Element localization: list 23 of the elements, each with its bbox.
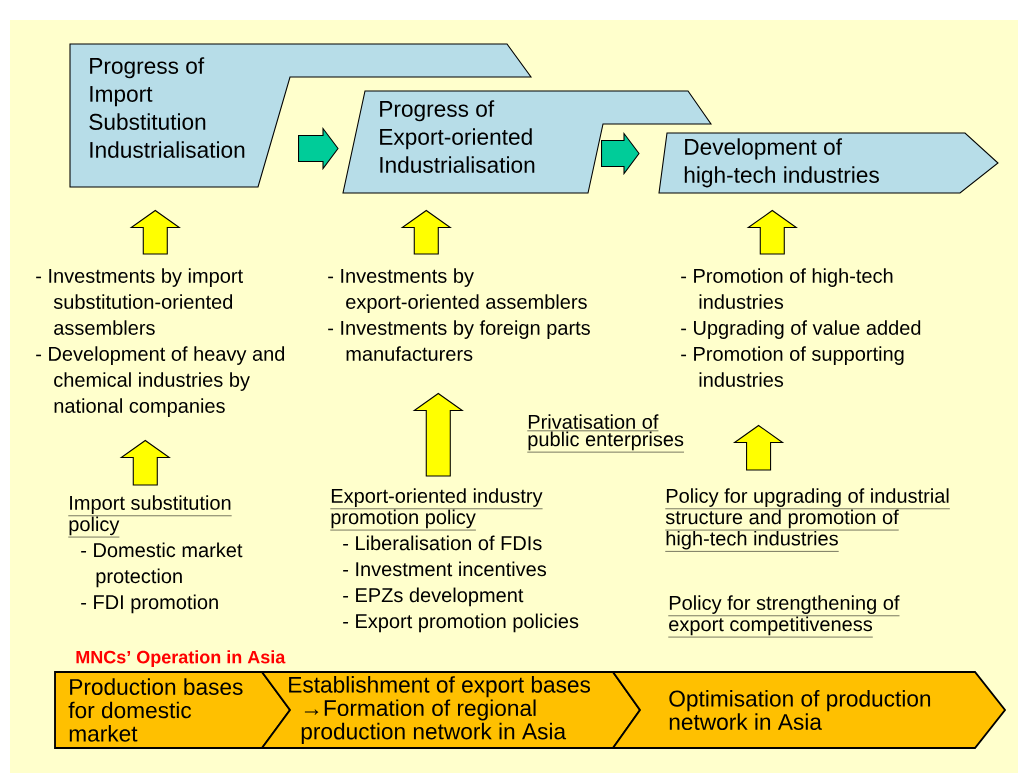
block-arrow xyxy=(601,131,640,176)
chevron-band: Optimisation of production network in Asia xyxy=(611,671,1007,749)
node-label: Establishment of export bases →Formation of regional production network in Asia xyxy=(289,676,591,744)
block-arrow xyxy=(129,209,181,255)
node-label: Production bases for domestic market xyxy=(68,678,243,742)
block-arrow xyxy=(298,126,339,171)
note-text: Policy for strengthening of export competitiveness xyxy=(668,595,900,638)
note-text: Privatisation of public enterprises xyxy=(527,414,685,453)
block-arrow xyxy=(732,424,785,471)
block-arrow xyxy=(412,392,464,477)
chevron-band: Establishment of export bases →Formation of regional production network in Asia xyxy=(260,671,642,749)
block-arrow xyxy=(119,439,171,486)
block-arrow xyxy=(746,209,798,255)
bullet-list: - Promotion of high-tech industries - Upgrading of value added - Promotion of supporting industries xyxy=(681,268,921,387)
bullet-list: - Investments by import substitution-oriented assemblers - Development of heavy and chemical industries by national companies xyxy=(36,268,285,417)
stage-box: Development of high-tech industries xyxy=(658,132,999,194)
policy-text: Export-oriented industry promotion policy - Liberalisation of FDIs - Investment incentives - EPZs development - Export promotion policies xyxy=(330,488,579,633)
policy-text: Import substitution policy - Domestic market protection - FDI promotion xyxy=(68,495,243,614)
block-arrow xyxy=(400,209,452,255)
section-heading: MNCs’ Operation in Asia xyxy=(76,650,286,668)
policy-text: Policy for upgrading of industrial structure and promotion of high-tech industries xyxy=(665,488,951,552)
bullet-list: - Investments by export-oriented assemblers - Investments by foreign parts manufacturers xyxy=(328,268,590,361)
node-label: Optimisation of production network in Asia xyxy=(669,690,931,730)
